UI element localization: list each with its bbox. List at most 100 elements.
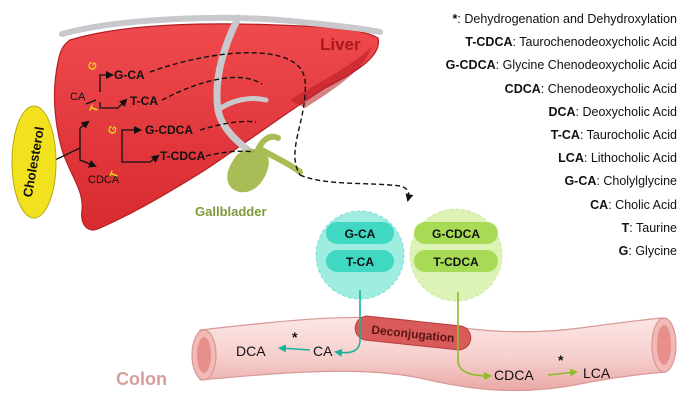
legend-row: G: Glycine: [377, 240, 677, 263]
flow-left-pool-to-ca: [334, 290, 361, 357]
legend-separator: :: [495, 58, 500, 73]
legend-row: T: Taurine: [377, 217, 677, 240]
flow-right-pool-to-cdca: [457, 292, 492, 380]
legend-row: CA: Cholic Acid: [377, 194, 677, 217]
colon-right-inner: [657, 325, 671, 365]
cholesterol-source: Cholesterol: [11, 105, 57, 219]
legend-definition: Lithocholic Acid: [587, 151, 677, 166]
legend-separator: :: [575, 104, 580, 119]
legend-separator: :: [583, 151, 588, 166]
legend-row: *: Dehydrogenation and Dehydroxylation: [377, 8, 677, 31]
hepatic-vessel-branch: [215, 95, 269, 113]
pool-right-label-2: T-CDCA: [433, 255, 479, 269]
legend-row: T-CDCA: Taurochenodeoxycholic Acid: [377, 31, 677, 54]
pool-taurocholic: G-CA T-CA: [315, 210, 405, 300]
flow-cdca-to-lca: [547, 368, 578, 377]
colon-organ: [191, 316, 677, 392]
cholesterol-capsule: [11, 105, 57, 219]
gallbladder-label: Gallbladder: [195, 204, 267, 219]
legend-key: G-CDCA: [445, 58, 496, 73]
legend-separator: :: [579, 127, 584, 142]
pool-left-chip-1: [326, 222, 394, 244]
path-ca-head: [79, 120, 90, 129]
legend-separator: :: [540, 81, 545, 96]
g-cdca-node: G-CDCA: [145, 123, 193, 137]
legend-definition: Cholylglycine: [599, 174, 677, 189]
synthesis-pathway: [54, 71, 160, 168]
glycine-mark-cdca: G: [106, 124, 120, 136]
legend-key: T: [621, 220, 630, 235]
legend-row: G-CDCA: Glycine Chenodeoxycholic Acid: [377, 54, 677, 77]
pool-left-label-1: G-CA: [345, 227, 376, 241]
liver-shape: [53, 23, 380, 231]
colon-star-dca: *: [292, 329, 298, 345]
legend-row: CDCA: Chenodeoxycholic Acid: [377, 78, 677, 101]
dash-from-t-cdca: [205, 150, 255, 157]
path-cdca-gcdca: [121, 126, 142, 150]
gallbladder-sac: [227, 148, 269, 193]
legend-separator: :: [629, 220, 633, 235]
pool-chenodeoxycholic: G-CDCA T-CDCA: [409, 208, 503, 302]
legend-key: DCA: [548, 104, 576, 119]
liver-shadow: [290, 46, 372, 108]
path-ca-tca: [99, 90, 126, 109]
path-cdca-tcdca: [121, 150, 160, 163]
pool-right-chip-2: [414, 250, 498, 272]
ca-node: CA: [70, 91, 86, 103]
taurine-mark-ca: T: [88, 103, 102, 114]
legend-definition: Glycine Chenodeoxycholic Acid: [499, 58, 677, 73]
legend-definition: Taurochenodeoxycholic Acid: [516, 35, 677, 50]
legend-separator: :: [628, 243, 632, 258]
t-cdca-node: T-CDCA: [160, 149, 206, 163]
legend-key: *: [452, 12, 458, 26]
deconjugation-pill: [354, 315, 472, 351]
flow-ca-to-dca: [278, 344, 311, 353]
glycine-mark-ca: G: [86, 60, 100, 72]
colon-dca: DCA: [236, 343, 266, 359]
legend-row: DCA: Deoxycholic Acid: [377, 101, 677, 124]
legend-key: T-CDCA: [465, 35, 513, 50]
legend-definition: Chenodeoxycholic Acid: [544, 81, 677, 96]
fork-line: [85, 99, 97, 105]
deconjugation-band: Deconjugation: [354, 315, 472, 351]
dash-from-t-ca: [161, 76, 263, 101]
dash-from-g-ca: [149, 52, 306, 176]
liver-label: Liver: [320, 35, 361, 54]
legend-definition: Deoxycholic Acid: [579, 104, 678, 119]
pool-right-chip-1: [414, 222, 498, 244]
g-ca-node: G-CA: [114, 68, 145, 82]
colon-ca: CA: [313, 343, 333, 359]
t-ca-node: T-CA: [130, 94, 158, 108]
legend-key: G-CA: [564, 174, 597, 189]
legend-key: G: [618, 243, 629, 258]
dash-from-g-cdca: [199, 120, 257, 131]
legend-key: LCA: [558, 151, 584, 166]
legend-separator: :: [512, 35, 516, 50]
colon-star-lca: *: [558, 352, 564, 368]
hepatic-vessel-top: [59, 15, 383, 37]
legend-definition: Dehydrogenation and Dehydroxylation: [460, 12, 677, 26]
colon-left-inner: [197, 337, 211, 373]
legend-definition: Taurine: [632, 220, 677, 235]
pool-right-label-1: G-CDCA: [432, 227, 480, 241]
legend-definition: Glycine: [631, 243, 677, 258]
transport-arrows: [149, 52, 414, 202]
legend-definition: Cholic Acid: [611, 197, 677, 212]
legend-key: T-CA: [550, 127, 580, 142]
liver-organ: [53, 14, 383, 231]
gallbladder-neck: [255, 133, 281, 153]
legend-row: G-CA: Cholylglycine: [377, 170, 677, 193]
legend-key: CA: [590, 197, 609, 212]
taurine-mark-cdca: T: [108, 169, 122, 180]
path-to-cdca: [79, 148, 97, 168]
pool-left-chip-2: [326, 250, 394, 272]
legend-separator: :: [457, 12, 461, 26]
colon-label: Colon: [116, 369, 167, 389]
path-ca-gca: [99, 71, 114, 92]
legend-separator: :: [596, 174, 600, 189]
pool-left-label-2: T-CA: [346, 255, 374, 269]
cdca-node: CDCA: [88, 174, 120, 186]
